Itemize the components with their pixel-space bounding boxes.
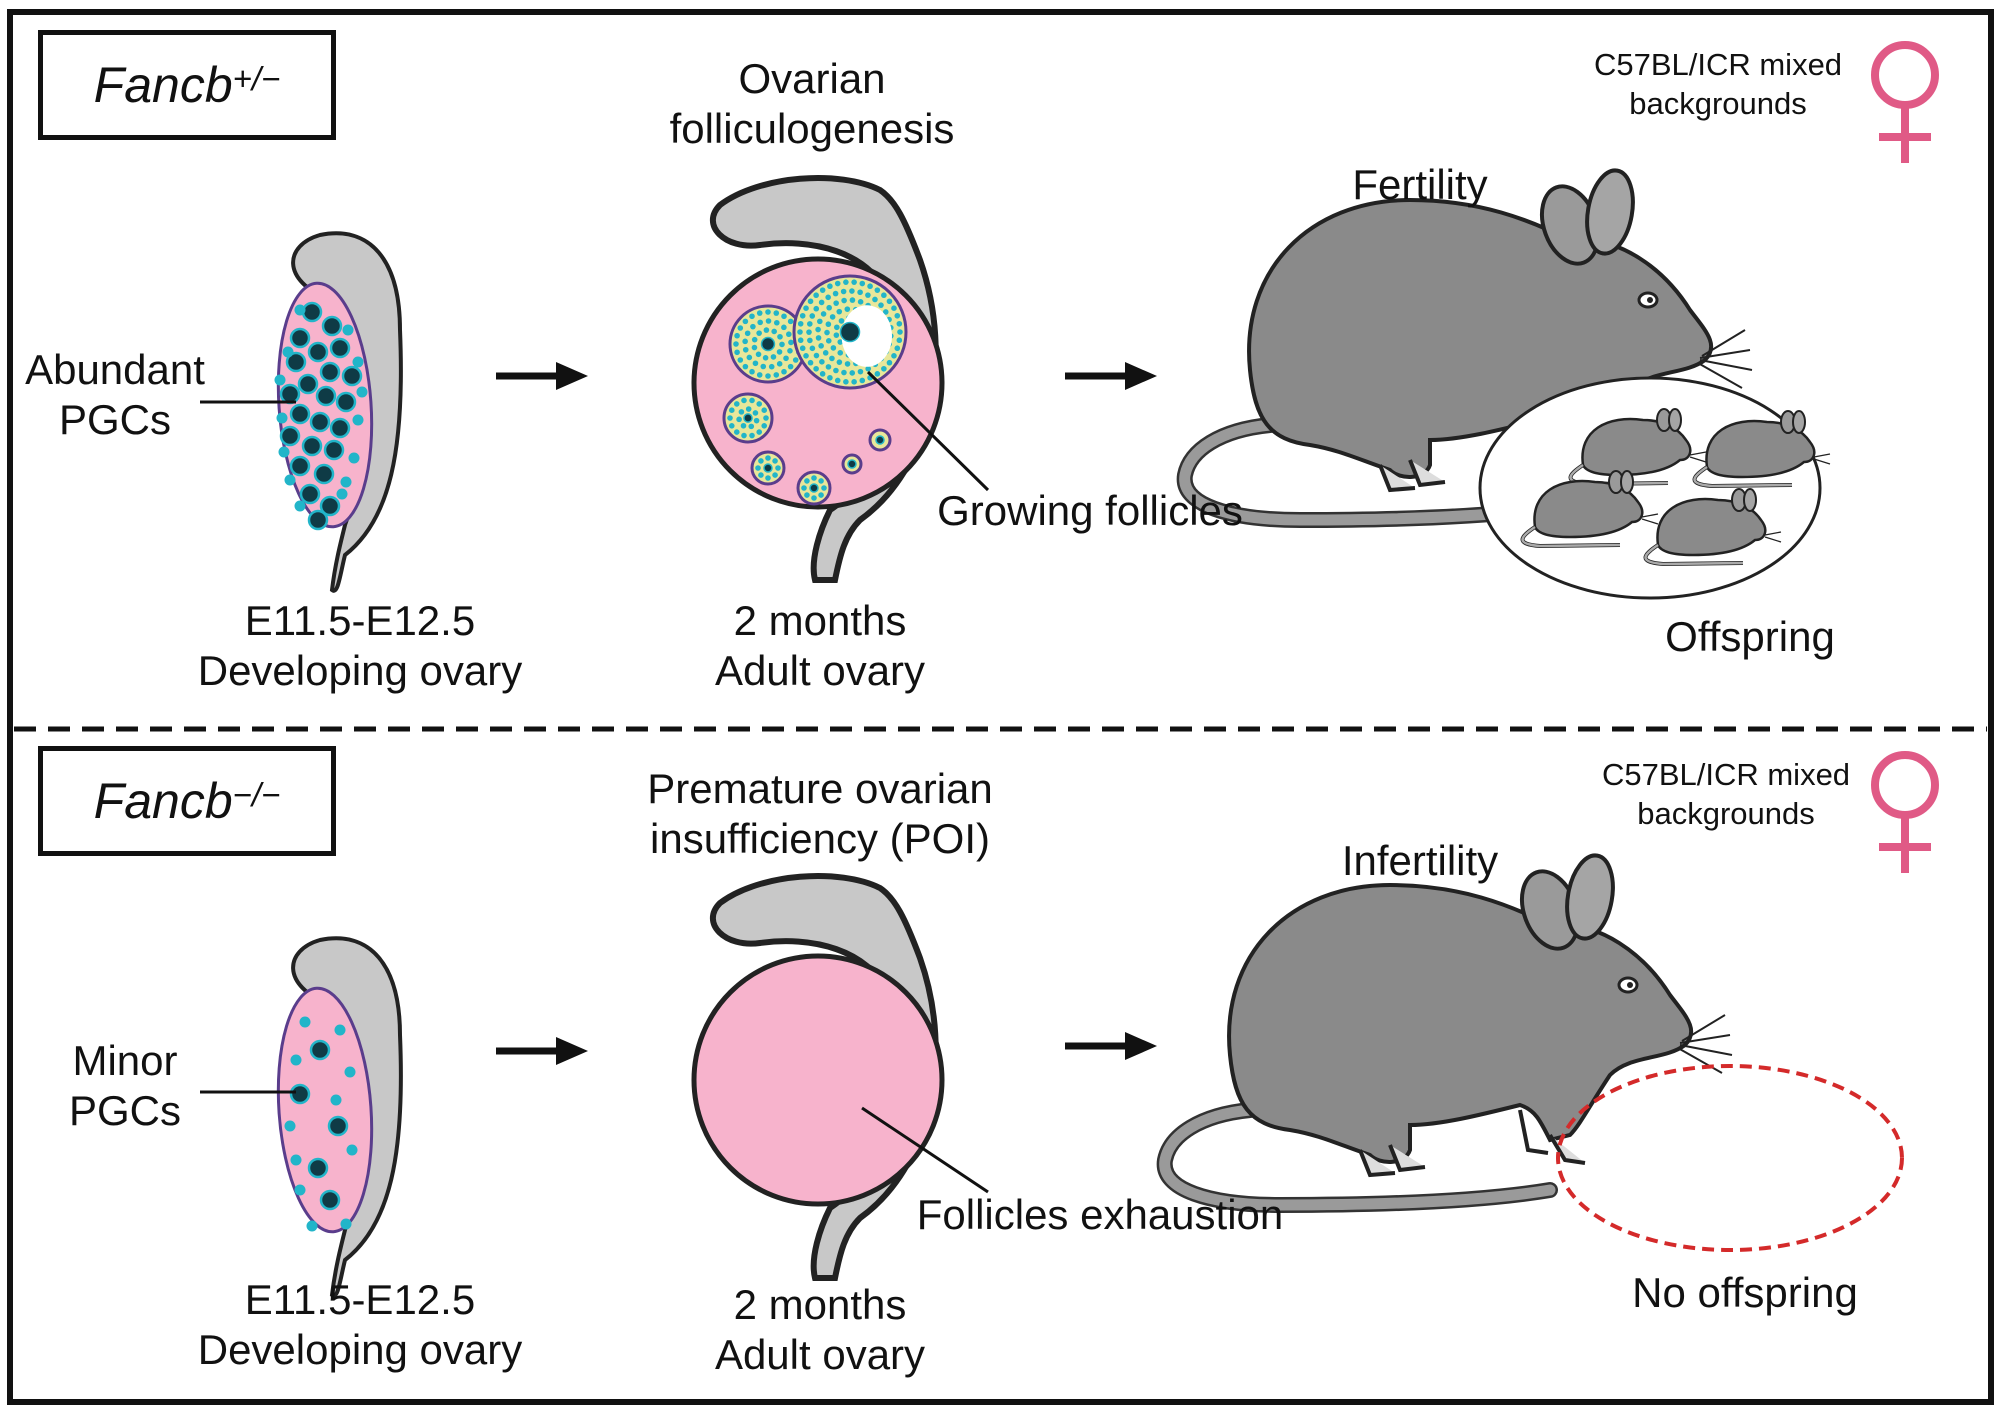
- panel-heterozygous: [200, 45, 1935, 600]
- oocyte: [743, 413, 753, 423]
- adult-ovary-bottom: [691, 873, 945, 1281]
- pgc-cell: [307, 509, 329, 531]
- pgc-cell: [290, 1154, 302, 1166]
- pgc-cell: [346, 1144, 358, 1156]
- follicle-pointer: [866, 370, 990, 492]
- pgc-cell: [323, 439, 345, 461]
- pgc-cell: [342, 324, 354, 336]
- exhaustion-pointer: [861, 1106, 989, 1194]
- pgc-cell: [306, 1220, 318, 1232]
- follicle-label-top: Growing follicles: [937, 487, 1243, 534]
- oocyte: [760, 336, 776, 352]
- pgc-cell: [356, 386, 368, 398]
- genotype-label-top: Fancb+/−: [93, 57, 281, 113]
- genotype-label-bottom: Fancb−/−: [93, 773, 281, 829]
- pgc-cell: [299, 483, 321, 505]
- oocyte: [763, 463, 773, 473]
- pgc-cell: [340, 1218, 352, 1230]
- pgc-cell: [294, 304, 306, 316]
- offspring-label: Offspring: [1665, 613, 1835, 660]
- pgc-cell: [294, 500, 306, 512]
- panel-knockout: [200, 755, 1935, 1298]
- pgc-cell: [289, 455, 311, 477]
- pgc-cell: [309, 1039, 331, 1061]
- pgc-cell: [274, 374, 286, 386]
- pgc-cell: [335, 391, 357, 413]
- pgc-cell: [279, 425, 301, 447]
- pgc-cell: [336, 488, 348, 500]
- pgc-cell: [276, 412, 288, 424]
- offspring-oval: [1478, 376, 1822, 600]
- pgc-cell: [341, 365, 363, 387]
- pgc-cell: [290, 1054, 302, 1066]
- pgc-cell: [284, 474, 296, 486]
- pgc-cell: [299, 1016, 311, 1028]
- pgc-cell: [289, 403, 311, 425]
- pgc-cell: [278, 446, 290, 458]
- pgc-cell: [344, 1066, 356, 1078]
- pgc-cell: [285, 351, 307, 373]
- pgc-cell: [294, 1184, 306, 1196]
- pgc-cell: [301, 435, 323, 457]
- pgc-cell: [319, 1189, 341, 1211]
- pgc-cluster-top: [274, 301, 368, 531]
- pgc-cell: [327, 1115, 349, 1137]
- no-offspring-label: No offspring: [1632, 1269, 1858, 1316]
- outer-frame: [7, 9, 1994, 1405]
- follicle-label-bottom: Follicles exhaustion: [916, 1191, 1284, 1238]
- pgc-cell: [352, 356, 364, 368]
- pgc-cell: [307, 341, 329, 363]
- outcome-top: Fertility: [1352, 161, 1488, 208]
- genotype-box-bottom: Fancb−/−: [38, 746, 336, 856]
- pgc-cell: [289, 327, 311, 349]
- pgc-cell: [284, 1120, 296, 1132]
- pgc-cell: [307, 1157, 329, 1179]
- pgc-cell: [319, 495, 341, 517]
- pgc-cell: [282, 346, 294, 358]
- pgc-cell: [297, 373, 319, 395]
- pgc-cell: [279, 383, 301, 405]
- developing-ovary-bottom: [276, 936, 403, 1298]
- pgc-cell: [334, 1024, 346, 1036]
- pgc-cell: [313, 463, 335, 485]
- pgc-cell: [348, 452, 360, 464]
- pgc-cell: [330, 1094, 342, 1106]
- pgc-cluster-bottom: [284, 1016, 358, 1232]
- pgc-cell: [352, 414, 364, 426]
- follicle-group: [722, 274, 908, 506]
- oocyte: [847, 459, 857, 469]
- pgc-cell: [289, 1083, 311, 1105]
- oocyte: [875, 435, 885, 445]
- pgc-cell: [321, 315, 343, 337]
- pgc-cell: [340, 476, 352, 488]
- oocyte: [809, 483, 819, 493]
- no-offspring-oval: [1556, 1064, 1904, 1252]
- genotype-box-top: Fancb+/−: [38, 30, 336, 140]
- pgc-cell: [309, 411, 331, 433]
- pgc-cell: [329, 337, 351, 359]
- pgc-cell: [329, 417, 351, 439]
- outcome-bottom: Infertility: [1341, 837, 1499, 884]
- oocyte: [839, 321, 861, 343]
- pgc-cell: [315, 385, 337, 407]
- pgc-cell: [319, 361, 341, 383]
- pgc-cell: [301, 301, 323, 323]
